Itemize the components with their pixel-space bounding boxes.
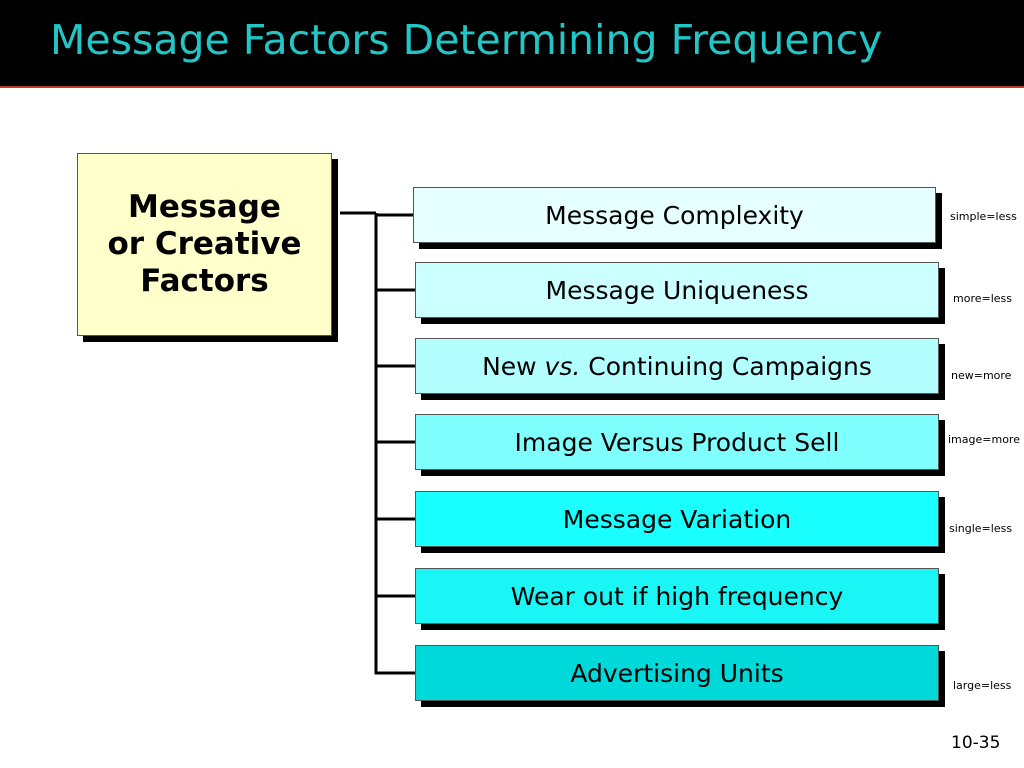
title-bar: Message Factors Determining Frequency <box>0 0 1024 88</box>
factor-label: Message Complexity <box>545 201 804 230</box>
factor-label: New vs. Continuing Campaigns <box>482 352 872 381</box>
factor-label: Wear out if high frequency <box>511 582 844 611</box>
factor-note: large=less <box>953 679 1012 692</box>
factor-label-text: Message Variation <box>562 504 792 534</box>
factor-note: more=less <box>953 292 1012 305</box>
main-factor-box: Message or Creative Factors <box>77 153 332 336</box>
factor-note: new=more <box>951 369 1012 382</box>
factor-label: Message Uniqueness <box>546 276 809 305</box>
factor-label-text: Message Uniqueness <box>545 275 809 305</box>
factor-box: Image Versus Product Sell <box>415 414 939 470</box>
factor-label-text: Continuing Campaigns <box>580 351 872 381</box>
factor-label-text: New <box>482 351 545 381</box>
factor-box: Message Variation <box>415 491 939 547</box>
factor-label-italic: vs. <box>544 351 581 381</box>
factor-label-text: Image Versus Product Sell <box>514 427 840 457</box>
factor-label-text: Wear out if high frequency <box>510 581 844 611</box>
slide-title: Message Factors Determining Frequency <box>50 16 883 64</box>
factor-box: Wear out if high frequency <box>415 568 939 624</box>
factor-note: image=more <box>948 433 1020 446</box>
factor-label: Message Variation <box>563 505 791 534</box>
factor-label-text: Advertising Units <box>570 658 784 688</box>
factor-box: New vs. Continuing Campaigns <box>415 338 939 394</box>
page-number: 10-35 <box>951 733 1001 753</box>
factor-label-text: Message Complexity <box>545 200 804 230</box>
factor-label: Advertising Units <box>570 659 783 688</box>
factor-note: single=less <box>949 522 1013 535</box>
factor-box: Message Complexity <box>413 187 936 243</box>
main-factor-label: Message or Creative Factors <box>107 188 302 300</box>
factor-label: Image Versus Product Sell <box>515 428 840 457</box>
factor-note: simple=less <box>950 210 1017 223</box>
factor-box: Message Uniqueness <box>415 262 939 318</box>
factor-box: Advertising Units <box>415 645 939 701</box>
